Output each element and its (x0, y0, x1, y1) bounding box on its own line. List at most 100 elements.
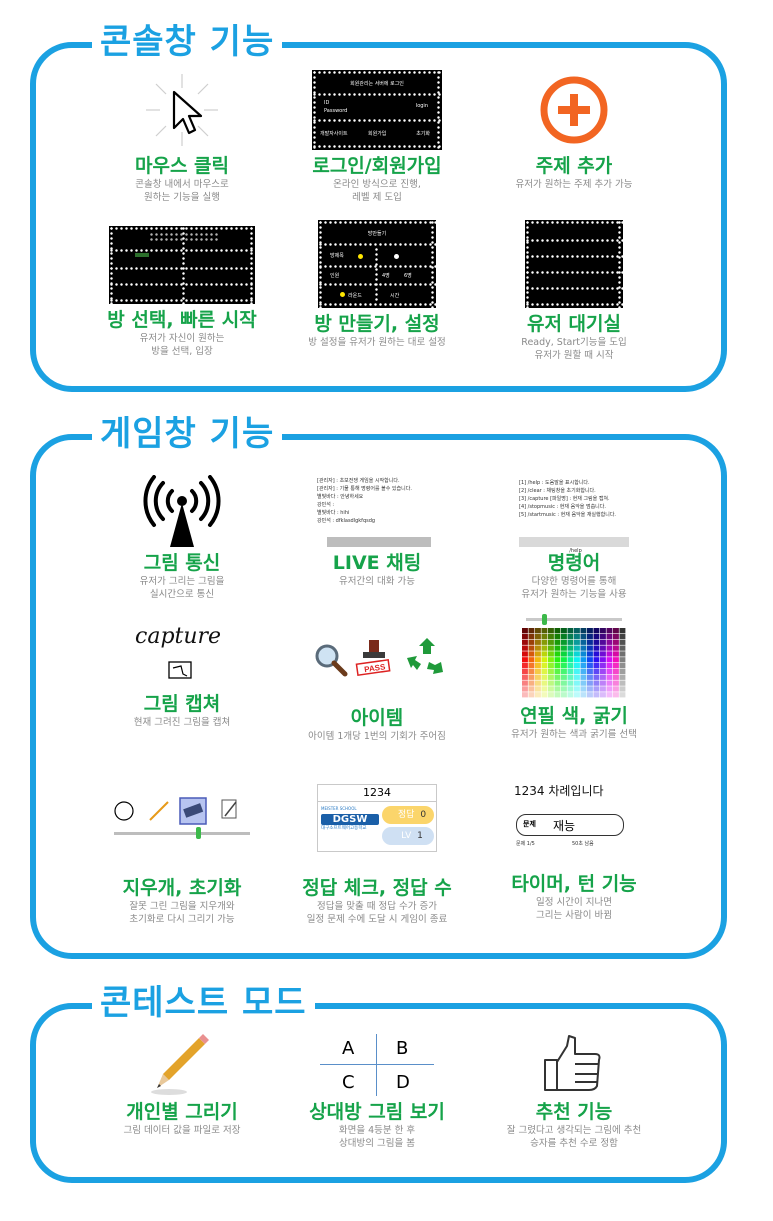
quadrant-a: A (342, 1038, 355, 1059)
color-swatch (528, 663, 535, 669)
color-swatch (554, 639, 561, 645)
color-swatch (574, 645, 580, 651)
quadrant-icon: A B C D (318, 1034, 436, 1096)
pencil-icon (147, 1034, 217, 1096)
color-swatch (561, 680, 567, 686)
option-4[interactable]: 4명 (382, 273, 390, 279)
feature-desc: 현재 그려진 그림을 캡쳐 (133, 717, 231, 728)
plus-circle-icon (534, 70, 614, 150)
color-swatch (593, 639, 600, 645)
thickness-slider-knob[interactable] (542, 614, 547, 625)
color-swatch (528, 645, 535, 651)
color-swatch (613, 668, 619, 675)
color-swatch (593, 663, 600, 669)
feature-score: 1234 MEISTER SCHOOL DGSW 대구소프트웨어고등학교 정답 … (262, 784, 492, 926)
feature-title: 아이템 (350, 707, 404, 729)
color-swatch (574, 628, 580, 634)
color-swatch (548, 686, 554, 692)
color-swatch (522, 645, 528, 651)
color-swatch (606, 686, 613, 692)
feature-title: 그림 통신 (143, 552, 221, 574)
feature-desc: 온라인 방식으로 진행, 레벨 제 도입 (333, 179, 421, 203)
color-swatch (535, 663, 541, 669)
feature-pencil-color: 연필 색, 굵기 유저가 원하는 색과 굵기를 선택 (459, 612, 689, 741)
color-swatch (619, 668, 626, 675)
chat-line: 강민석 : dfklasdlgkfqsdg (317, 518, 376, 524)
chat-input[interactable] (327, 537, 431, 547)
color-swatch (561, 663, 567, 669)
color-swatch (593, 633, 600, 640)
feature-title: 상대방 그림 보기 (309, 1101, 445, 1123)
color-swatch (606, 692, 613, 698)
color-swatch (587, 680, 593, 686)
feature-title: 연필 색, 굵기 (520, 705, 628, 727)
color-swatch (619, 663, 626, 669)
reset-button[interactable]: 초기화 (416, 131, 430, 137)
color-swatch (548, 668, 554, 675)
color-swatch (613, 657, 619, 663)
feature-title: 개인별 그리기 (126, 1101, 238, 1123)
command-line: [3] /capture [파일명] : 현재 그림을 캡쳐. (519, 496, 610, 502)
feature-title: 명령어 (547, 552, 601, 574)
command-input[interactable]: /help (519, 537, 629, 554)
color-swatch (606, 668, 613, 675)
color-swatch (554, 692, 561, 698)
color-swatch (593, 651, 600, 657)
color-swatch (587, 686, 593, 692)
feature-waiting-room: 유저 대기실 Ready, Start기능을 도입 유저가 원할 때 시작 (459, 220, 689, 362)
round-option[interactable]: 라운드 (348, 293, 362, 299)
color-swatch (613, 628, 619, 634)
color-swatch (561, 645, 567, 651)
color-swatch (554, 668, 561, 675)
color-swatch (528, 668, 535, 675)
color-swatch (535, 674, 541, 680)
color-swatch (580, 633, 587, 640)
color-swatch (619, 645, 626, 651)
turn-text: 1234 차례입니다 (514, 784, 604, 798)
contest-mode-panel (30, 1003, 727, 1183)
color-swatch (567, 668, 574, 675)
correct-count: 정답 0 (382, 806, 434, 824)
console-section-title: 콘솔창 기능 (92, 22, 283, 62)
thickness-slider[interactable] (526, 618, 622, 621)
color-swatch (522, 663, 528, 669)
color-swatch (600, 639, 606, 645)
color-swatch (580, 645, 587, 651)
color-swatch (522, 680, 528, 686)
feature-desc: 잘 그렸다고 생각되는 그림에 추천 승자를 추천 수로 정함 (506, 1125, 642, 1149)
color-swatch (580, 651, 587, 657)
color-swatch (541, 628, 548, 634)
color-swatch (541, 657, 548, 663)
option-6[interactable]: 6명 (404, 273, 412, 279)
feature-desc: 유저가 원하는 색과 굵기를 선택 (511, 729, 637, 740)
color-swatch (567, 645, 574, 651)
color-swatch (574, 680, 580, 686)
command-log: [1] /help : 도움말을 표시합니다.[2] /clear : 채팅창을… (519, 475, 629, 519)
login-button[interactable]: login (415, 103, 428, 109)
color-swatch (593, 692, 600, 698)
id-label: ID (324, 100, 330, 106)
chat-log: [관리자] : 초보전쟁 게임을 시작합니다.[관리자] : 기물 통해 명령어… (317, 475, 437, 525)
room-name-label: 방제목 (330, 253, 344, 259)
feature-desc: 방 설정을 유저가 원하는 대로 설정 (308, 337, 446, 348)
color-swatch (567, 628, 574, 634)
feature-items: PASS 아이템 아이템 1개당 1번의 기회가 주어짐 (262, 632, 492, 743)
color-palette[interactable] (522, 612, 626, 700)
feature-eraser: 지우개, 초기화 잘못 그린 그림을 지우개와 초기화로 다시 그리기 가능 (67, 790, 297, 926)
timer-panel: 1234 차례입니다 문제 재능 문제 1/5 50초 남음 (514, 780, 634, 854)
color-grid[interactable] (522, 628, 626, 698)
join-button[interactable]: 회원가입 (368, 131, 387, 137)
pw-label: Password (324, 108, 348, 114)
color-swatch (574, 663, 580, 669)
word-text: 재능 (553, 819, 576, 833)
room-list-screen (109, 226, 255, 304)
members-label: 인원 (330, 273, 340, 279)
color-swatch (554, 680, 561, 686)
color-swatch (561, 692, 567, 698)
color-swatch (522, 651, 528, 657)
dev-site-button[interactable]: 개발자사이트 (320, 131, 348, 137)
time-option[interactable]: 시간 (390, 293, 400, 299)
color-swatch (541, 633, 548, 640)
color-swatch (619, 651, 626, 657)
color-swatch (600, 657, 606, 663)
